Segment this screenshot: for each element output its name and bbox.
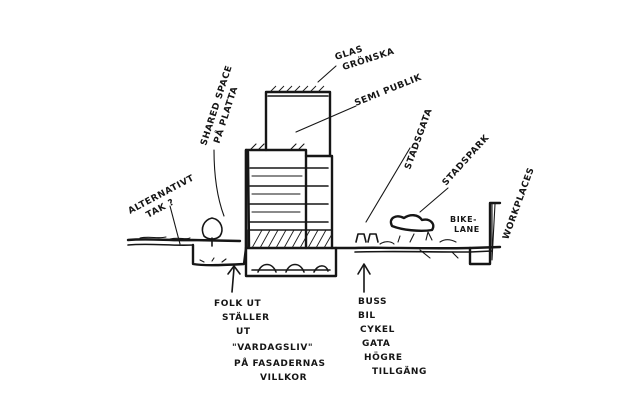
label-flows-right-line-6: TILLGÄNG bbox=[372, 366, 427, 377]
right-terrain bbox=[419, 201, 502, 266]
label-flows-right: BUSS BIL CYKEL GATA HÖGRE TILLGÄNG bbox=[358, 297, 427, 377]
label-bike-lane: BIKE- LANE bbox=[450, 215, 480, 234]
label-flows-left-line-1: FOLK UT bbox=[214, 299, 262, 309]
label-semi-public: SEMI PUBLIK bbox=[353, 73, 423, 109]
roof-greenery bbox=[249, 85, 325, 151]
label-city-park-line-1: STADSPARK bbox=[441, 133, 492, 188]
label-flows-left: FOLK UT STÄLLER UT "VARDAGSLIV" PÅ FASAD… bbox=[214, 299, 326, 383]
label-city-street: STADSGATA bbox=[403, 107, 434, 171]
park-vegetation bbox=[379, 214, 457, 245]
label-workplaces-line-1: WORKPLACES bbox=[501, 166, 536, 241]
people-icon bbox=[355, 233, 379, 243]
building-floors bbox=[249, 167, 329, 223]
label-city-street-line-1: STADSGATA bbox=[403, 107, 434, 171]
label-flows-left-line-5: PÅ FASADERNAS bbox=[234, 358, 326, 369]
basement bbox=[244, 246, 338, 278]
up-arrow-right-icon bbox=[357, 263, 371, 293]
tree-icon bbox=[201, 217, 223, 247]
up-arrow-left-icon bbox=[227, 265, 241, 293]
leader-lines bbox=[169, 65, 449, 245]
label-workplaces: WORKPLACES bbox=[501, 166, 536, 241]
label-shared-space: SHARED SPACE PÅ PLATTA bbox=[199, 64, 240, 147]
label-bike-lane-line-2: LANE bbox=[454, 225, 480, 234]
ground-line bbox=[126, 236, 502, 253]
label-glass-green: GLAS GRÖNSKA bbox=[334, 44, 396, 73]
ground-floor-hatch bbox=[247, 229, 333, 249]
label-flows-right-line-4: GATA bbox=[362, 339, 390, 349]
label-flows-left-line-4: "VARDAGSLIV" bbox=[232, 343, 313, 353]
label-bike-lane-line-1: BIKE- bbox=[450, 215, 477, 224]
label-flows-left-line-2: STÄLLER bbox=[222, 312, 270, 323]
label-flows-right-line-5: HÖGRE bbox=[364, 352, 403, 363]
label-flows-right-line-2: BIL bbox=[358, 311, 376, 321]
label-flows-right-line-1: BUSS bbox=[358, 297, 387, 307]
left-sunken-edge bbox=[191, 243, 248, 267]
label-flows-left-line-3: UT bbox=[236, 327, 251, 337]
label-flows-left-line-6: VILLKOR bbox=[260, 373, 307, 383]
label-flows-right-line-3: CYKEL bbox=[360, 325, 395, 335]
label-city-park: STADSPARK bbox=[441, 133, 492, 188]
label-alternative-roof: ALTERNATIVT TAK ? bbox=[127, 173, 197, 220]
label-semi-public-line-1: SEMI PUBLIK bbox=[353, 73, 423, 109]
building bbox=[244, 85, 334, 250]
